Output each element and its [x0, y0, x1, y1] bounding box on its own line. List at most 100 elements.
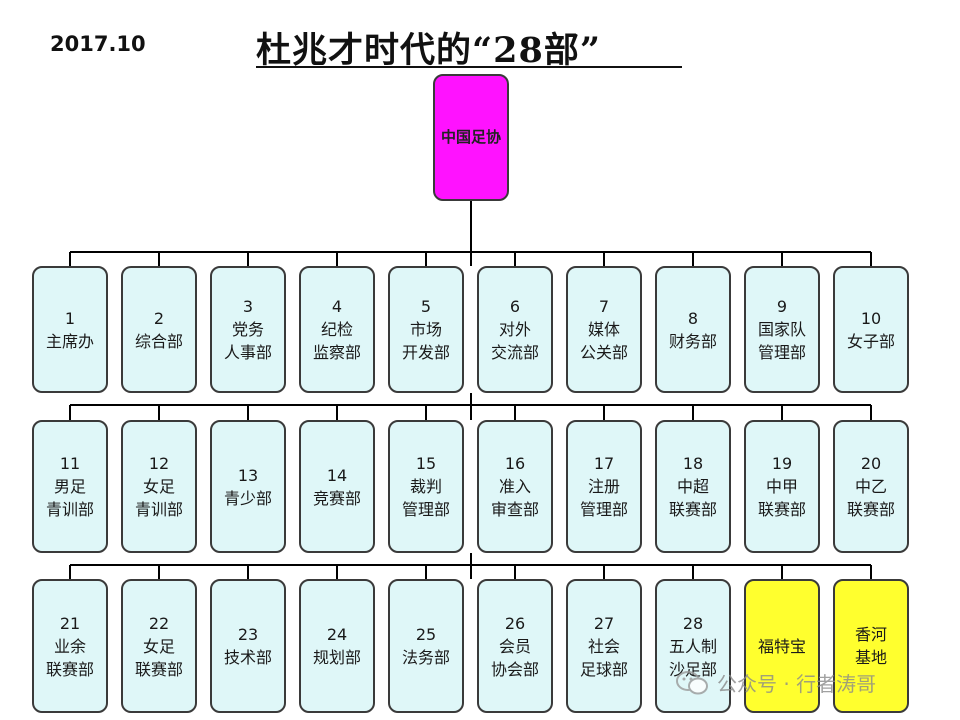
- chart-title: 杜兆才时代的“28部”: [256, 30, 601, 71]
- department-box: 7 媒体 公关部: [566, 266, 642, 393]
- department-name: 青少部: [223, 488, 272, 508]
- department-name: 准入 审查部: [490, 477, 539, 519]
- department-name: 男足 青训部: [45, 477, 94, 519]
- department-number: 14: [326, 465, 348, 485]
- department-content: 7 媒体 公关部: [580, 295, 628, 364]
- department-number: 1: [64, 308, 76, 328]
- department-number: 26: [504, 613, 526, 633]
- department-content: 25 法务部: [402, 623, 450, 669]
- department-name: 女足 联赛部: [134, 636, 183, 679]
- department-number: 28: [682, 613, 704, 633]
- department-name: 法务部: [401, 648, 450, 667]
- department-number: 3: [242, 297, 254, 316]
- department-number: 6: [509, 297, 521, 316]
- title-underline: [256, 66, 682, 68]
- department-box: 10 女子部: [833, 266, 909, 393]
- department-box: 5 市场 开发部: [388, 266, 464, 393]
- department-content: 5 市场 开发部: [402, 295, 450, 364]
- department-name: 技术部: [223, 648, 272, 667]
- department-name: 规划部: [312, 648, 361, 667]
- department-number: 27: [593, 613, 615, 633]
- department-name: 纪检 监察部: [312, 320, 361, 362]
- department-name: 社会 足球部: [579, 636, 628, 679]
- department-content: 福特宝: [758, 635, 806, 658]
- department-number: 25: [415, 625, 437, 644]
- department-box: 25 法务部: [388, 579, 464, 713]
- department-content: 3 党务 人事部: [224, 295, 272, 364]
- department-number: 20: [860, 454, 882, 473]
- department-number: 15: [415, 454, 437, 473]
- department-box: 27 社会 足球部: [566, 579, 642, 713]
- department-name: 香河 基地: [854, 625, 887, 667]
- department-box: 9 国家队 管理部: [744, 266, 820, 393]
- department-content: 27 社会 足球部: [580, 612, 628, 681]
- department-content: 14 竞赛部: [313, 464, 361, 510]
- watermark: 公众号 · 行者涛哥: [675, 668, 876, 697]
- department-number: 18: [682, 454, 704, 473]
- department-name: 女子部: [846, 331, 895, 351]
- department-number: 5: [420, 297, 432, 316]
- department-content: 22 女足 联赛部: [135, 612, 183, 681]
- department-box: 16 准入 审查部: [477, 420, 553, 553]
- department-box: 14 竞赛部: [299, 420, 375, 553]
- department-box: 22 女足 联赛部: [121, 579, 197, 713]
- department-number: 9: [776, 297, 788, 316]
- department-number: 23: [237, 625, 259, 644]
- department-content: 13 青少部: [224, 464, 272, 510]
- department-name: 注册 管理部: [579, 477, 628, 519]
- department-name: 党务 人事部: [223, 320, 272, 362]
- department-content: 9 国家队 管理部: [758, 295, 806, 364]
- department-number: 7: [598, 297, 610, 316]
- department-name: 国家队 管理部: [757, 320, 806, 362]
- department-name: 裁判 管理部: [401, 477, 450, 519]
- department-name: 综合部: [134, 331, 183, 351]
- department-number: 13: [237, 465, 259, 485]
- department-number: 2: [153, 308, 165, 328]
- department-name: 媒体 公关部: [579, 320, 628, 362]
- department-number: 10: [860, 308, 882, 328]
- root-node-label: 中国足协: [440, 128, 501, 146]
- department-box: 2 综合部: [121, 266, 197, 393]
- department-box: 香河 基地: [833, 579, 909, 713]
- department-box: 26 会员 协会部: [477, 579, 553, 713]
- department-number: 22: [148, 613, 170, 633]
- department-content: 10 女子部: [847, 307, 895, 353]
- department-name: 女足 青训部: [134, 477, 183, 519]
- department-name: 会员 协会部: [490, 636, 539, 679]
- department-name: 竞赛部: [312, 488, 361, 508]
- department-content: 12 女足 青训部: [135, 452, 183, 521]
- department-content: 2 综合部: [135, 307, 183, 353]
- department-content: 26 会员 协会部: [491, 612, 539, 681]
- wechat-icon: [676, 670, 708, 694]
- department-content: 15 裁判 管理部: [402, 452, 450, 521]
- department-name: 对外 交流部: [490, 320, 539, 362]
- department-box: 23 技术部: [210, 579, 286, 713]
- department-name: 福特宝: [757, 636, 806, 656]
- department-number: 11: [59, 454, 81, 473]
- department-number: 12: [148, 454, 170, 473]
- department-box: 15 裁判 管理部: [388, 420, 464, 553]
- department-name: 中甲 联赛部: [757, 477, 806, 519]
- watermark-text: 公众号 · 行者涛哥: [717, 672, 877, 696]
- department-number: 16: [504, 454, 526, 473]
- department-box: 3 党务 人事部: [210, 266, 286, 393]
- department-name: 市场 开发部: [401, 320, 450, 362]
- department-number: 8: [687, 308, 699, 328]
